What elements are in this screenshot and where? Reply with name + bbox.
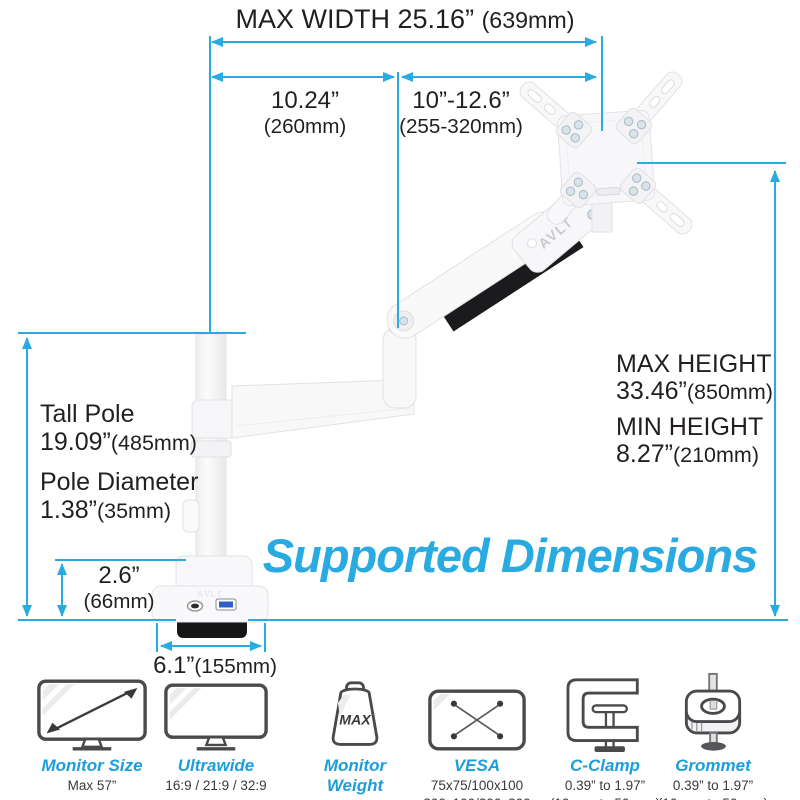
usb-a-port bbox=[215, 598, 237, 611]
spec-value: (10 mm to 50 mm) bbox=[530, 796, 680, 800]
min-height-line: 8.27”(210mm) bbox=[616, 441, 773, 468]
tall-pole-metric: (485mm) bbox=[110, 430, 197, 455]
base-height-metric: (66mm) bbox=[83, 589, 155, 613]
spec-value: 16:9 / 21:9 / 32:9 bbox=[165, 778, 267, 793]
spec-label: Monitor Size bbox=[41, 756, 143, 775]
spec-value: 0.39” to 1.97” bbox=[672, 778, 754, 793]
spec-grommet: Grommet 0.39” to 1.97” (10 mm to 50 mm) bbox=[638, 672, 788, 800]
min-height-value: 8.27” bbox=[616, 440, 673, 468]
front-arm-annotation: 10”-12.6” (255-320mm) bbox=[381, 87, 541, 140]
max-width-annotation: MAX WIDTH 25.16” (639mm) bbox=[180, 4, 630, 35]
max-height-metric: (850mm) bbox=[686, 380, 773, 404]
grommet-icon bbox=[638, 672, 788, 752]
base-width-metric: (155mm) bbox=[194, 655, 277, 678]
min-height-label: MIN HEIGHT bbox=[616, 413, 764, 441]
spec-ultrawide: Ultrawide 16:9 / 21:9 / 32:9 bbox=[156, 678, 276, 796]
cable-clip bbox=[182, 499, 200, 533]
pole-diameter-metric: (35mm) bbox=[96, 498, 172, 523]
spec-value: Max 57” bbox=[67, 778, 117, 793]
tall-pole-label: Tall Pole bbox=[40, 400, 135, 428]
spec-value: 59.4 lbs bbox=[295, 798, 415, 800]
max-height-value: 33.46” bbox=[616, 377, 687, 405]
spec-label: Grommet bbox=[675, 756, 751, 775]
max-width-value: MAX WIDTH 25.16” bbox=[235, 4, 475, 34]
headline: Supported Dimensions bbox=[262, 529, 758, 582]
base-height-annotation: 2.6” (66mm) bbox=[58, 562, 180, 613]
pole-diameter-label: Pole Diameter bbox=[40, 468, 199, 496]
clamp-base: AVLT bbox=[151, 555, 269, 638]
front-arm-value: 10”-12.6” bbox=[412, 87, 510, 114]
c-clamp-icon bbox=[530, 678, 680, 752]
arm-head: AVLT bbox=[511, 185, 605, 273]
spec-value: 200x100/200x200 bbox=[417, 796, 537, 800]
lower-arm bbox=[191, 379, 415, 439]
vesa-icon bbox=[417, 678, 537, 752]
base-height-value: 2.6” bbox=[98, 562, 140, 589]
spec-vesa: VESA 75x75/100x100 200x100/200x200 bbox=[417, 678, 537, 800]
spec-label: Ultrawide bbox=[177, 756, 255, 775]
monitor-size-icon bbox=[32, 678, 152, 752]
tall-pole-value: 19.09” bbox=[40, 427, 111, 456]
pole-annotations: Tall Pole 19.09”(485mm) Pole Diameter 1.… bbox=[40, 400, 199, 525]
max-height-line: 33.46”(850mm) bbox=[616, 378, 773, 405]
spec-monitor-size: Monitor Size Max 57” bbox=[32, 678, 152, 796]
max-width-metric: (639mm) bbox=[481, 7, 575, 33]
spec-label: Monitor Weight bbox=[323, 756, 387, 795]
weight-max-text: MAX bbox=[339, 713, 372, 729]
spec-value: 75x75/100x100 bbox=[430, 778, 524, 793]
dimension-lines bbox=[18, 36, 788, 652]
spec-label: C-Clamp bbox=[570, 756, 640, 775]
max-height-label: MAX HEIGHT bbox=[616, 350, 772, 378]
pole-diameter-line: 1.38”(35mm) bbox=[40, 495, 198, 525]
tall-pole-line: 19.09”(485mm) bbox=[40, 427, 198, 457]
rear-arm-annotation: 10.24” (260mm) bbox=[226, 87, 384, 140]
height-annotations: MAX HEIGHT 33.46”(850mm) MIN HEIGHT 8.27… bbox=[616, 351, 773, 468]
monitor-weight-icon: MAX bbox=[295, 678, 415, 752]
base-width-annotation: 6.1”(155mm) bbox=[133, 652, 297, 680]
spec-value: 0.39” to 1.97” bbox=[564, 778, 646, 793]
spec-value: (10 mm to 50 mm) bbox=[638, 796, 788, 800]
spec-c-clamp: C-Clamp 0.39” to 1.97” (10 mm to 50 mm) bbox=[530, 678, 680, 800]
base-brand-emboss: AVLT bbox=[197, 589, 223, 599]
rear-arm-value: 10.24” bbox=[270, 87, 340, 114]
pole-diameter-value: 1.38” bbox=[40, 495, 97, 524]
pole bbox=[182, 333, 232, 567]
rear-arm-metric: (260mm) bbox=[263, 115, 347, 139]
spec-label: VESA bbox=[453, 756, 501, 775]
base-width-value: 6.1” bbox=[153, 652, 195, 679]
vesa-plate bbox=[519, 71, 693, 235]
min-height-metric: (210mm) bbox=[672, 443, 759, 467]
spec-monitor-weight: MAX Monitor Weight 59.4 lbs (27 kg) bbox=[295, 678, 415, 800]
ultrawide-icon bbox=[156, 678, 276, 752]
front-arm-metric: (255-320mm) bbox=[399, 115, 523, 139]
